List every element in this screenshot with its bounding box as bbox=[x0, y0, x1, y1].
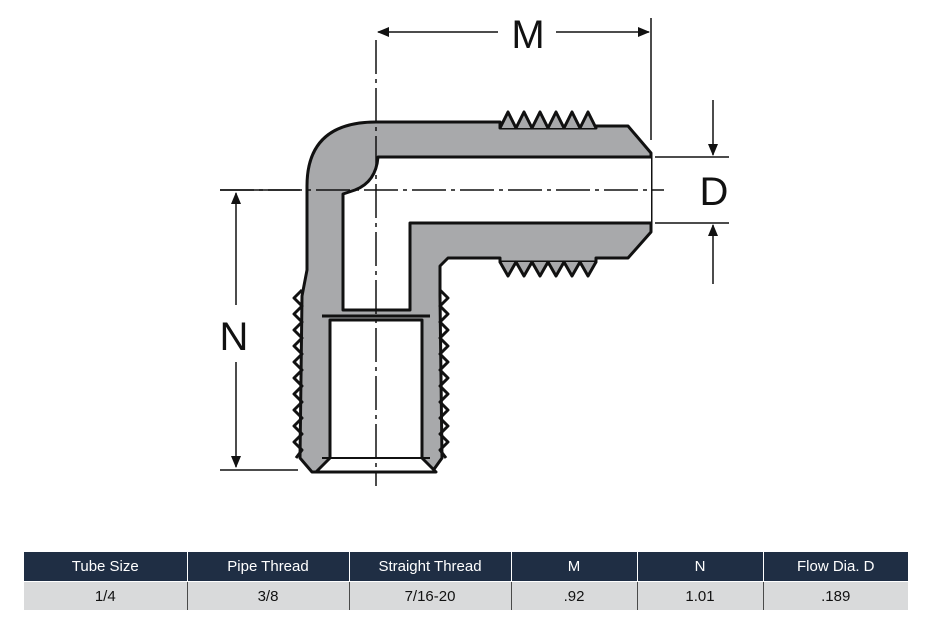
straight-thread-top bbox=[498, 110, 598, 130]
header-n: N bbox=[636, 552, 763, 582]
n-dimension-label: N bbox=[220, 315, 249, 359]
d-dimension-label: D bbox=[700, 170, 729, 214]
cell-flow-dia: .189 bbox=[762, 581, 908, 610]
cell-m: .92 bbox=[510, 581, 637, 610]
header-pipe-thread: Pipe Thread bbox=[186, 552, 349, 582]
pipe-thread-right bbox=[438, 288, 450, 459]
table-row: 1/4 3/8 7/16-20 .92 1.01 .189 bbox=[24, 581, 908, 610]
header-flow-dia: Flow Dia. D bbox=[762, 552, 908, 582]
elbow-fitting-diagram: M N D bbox=[220, 13, 729, 486]
cell-n: 1.01 bbox=[636, 581, 763, 610]
table-header-row: Tube Size Pipe Thread Straight Thread M … bbox=[24, 552, 908, 582]
header-straight-thread: Straight Thread bbox=[348, 552, 511, 582]
pipe-thread-left bbox=[292, 288, 304, 459]
header-m: M bbox=[510, 552, 637, 582]
m-dimension-label: M bbox=[511, 13, 544, 57]
straight-thread-bottom bbox=[498, 260, 598, 278]
flow-bore bbox=[341, 155, 651, 312]
cell-straight-thread: 7/16-20 bbox=[348, 581, 511, 610]
cell-pipe-thread: 3/8 bbox=[186, 581, 349, 610]
header-tube-size: Tube Size bbox=[24, 552, 187, 582]
cell-tube-size: 1/4 bbox=[24, 581, 187, 610]
dimensions-table: Tube Size Pipe Thread Straight Thread M … bbox=[24, 552, 908, 610]
